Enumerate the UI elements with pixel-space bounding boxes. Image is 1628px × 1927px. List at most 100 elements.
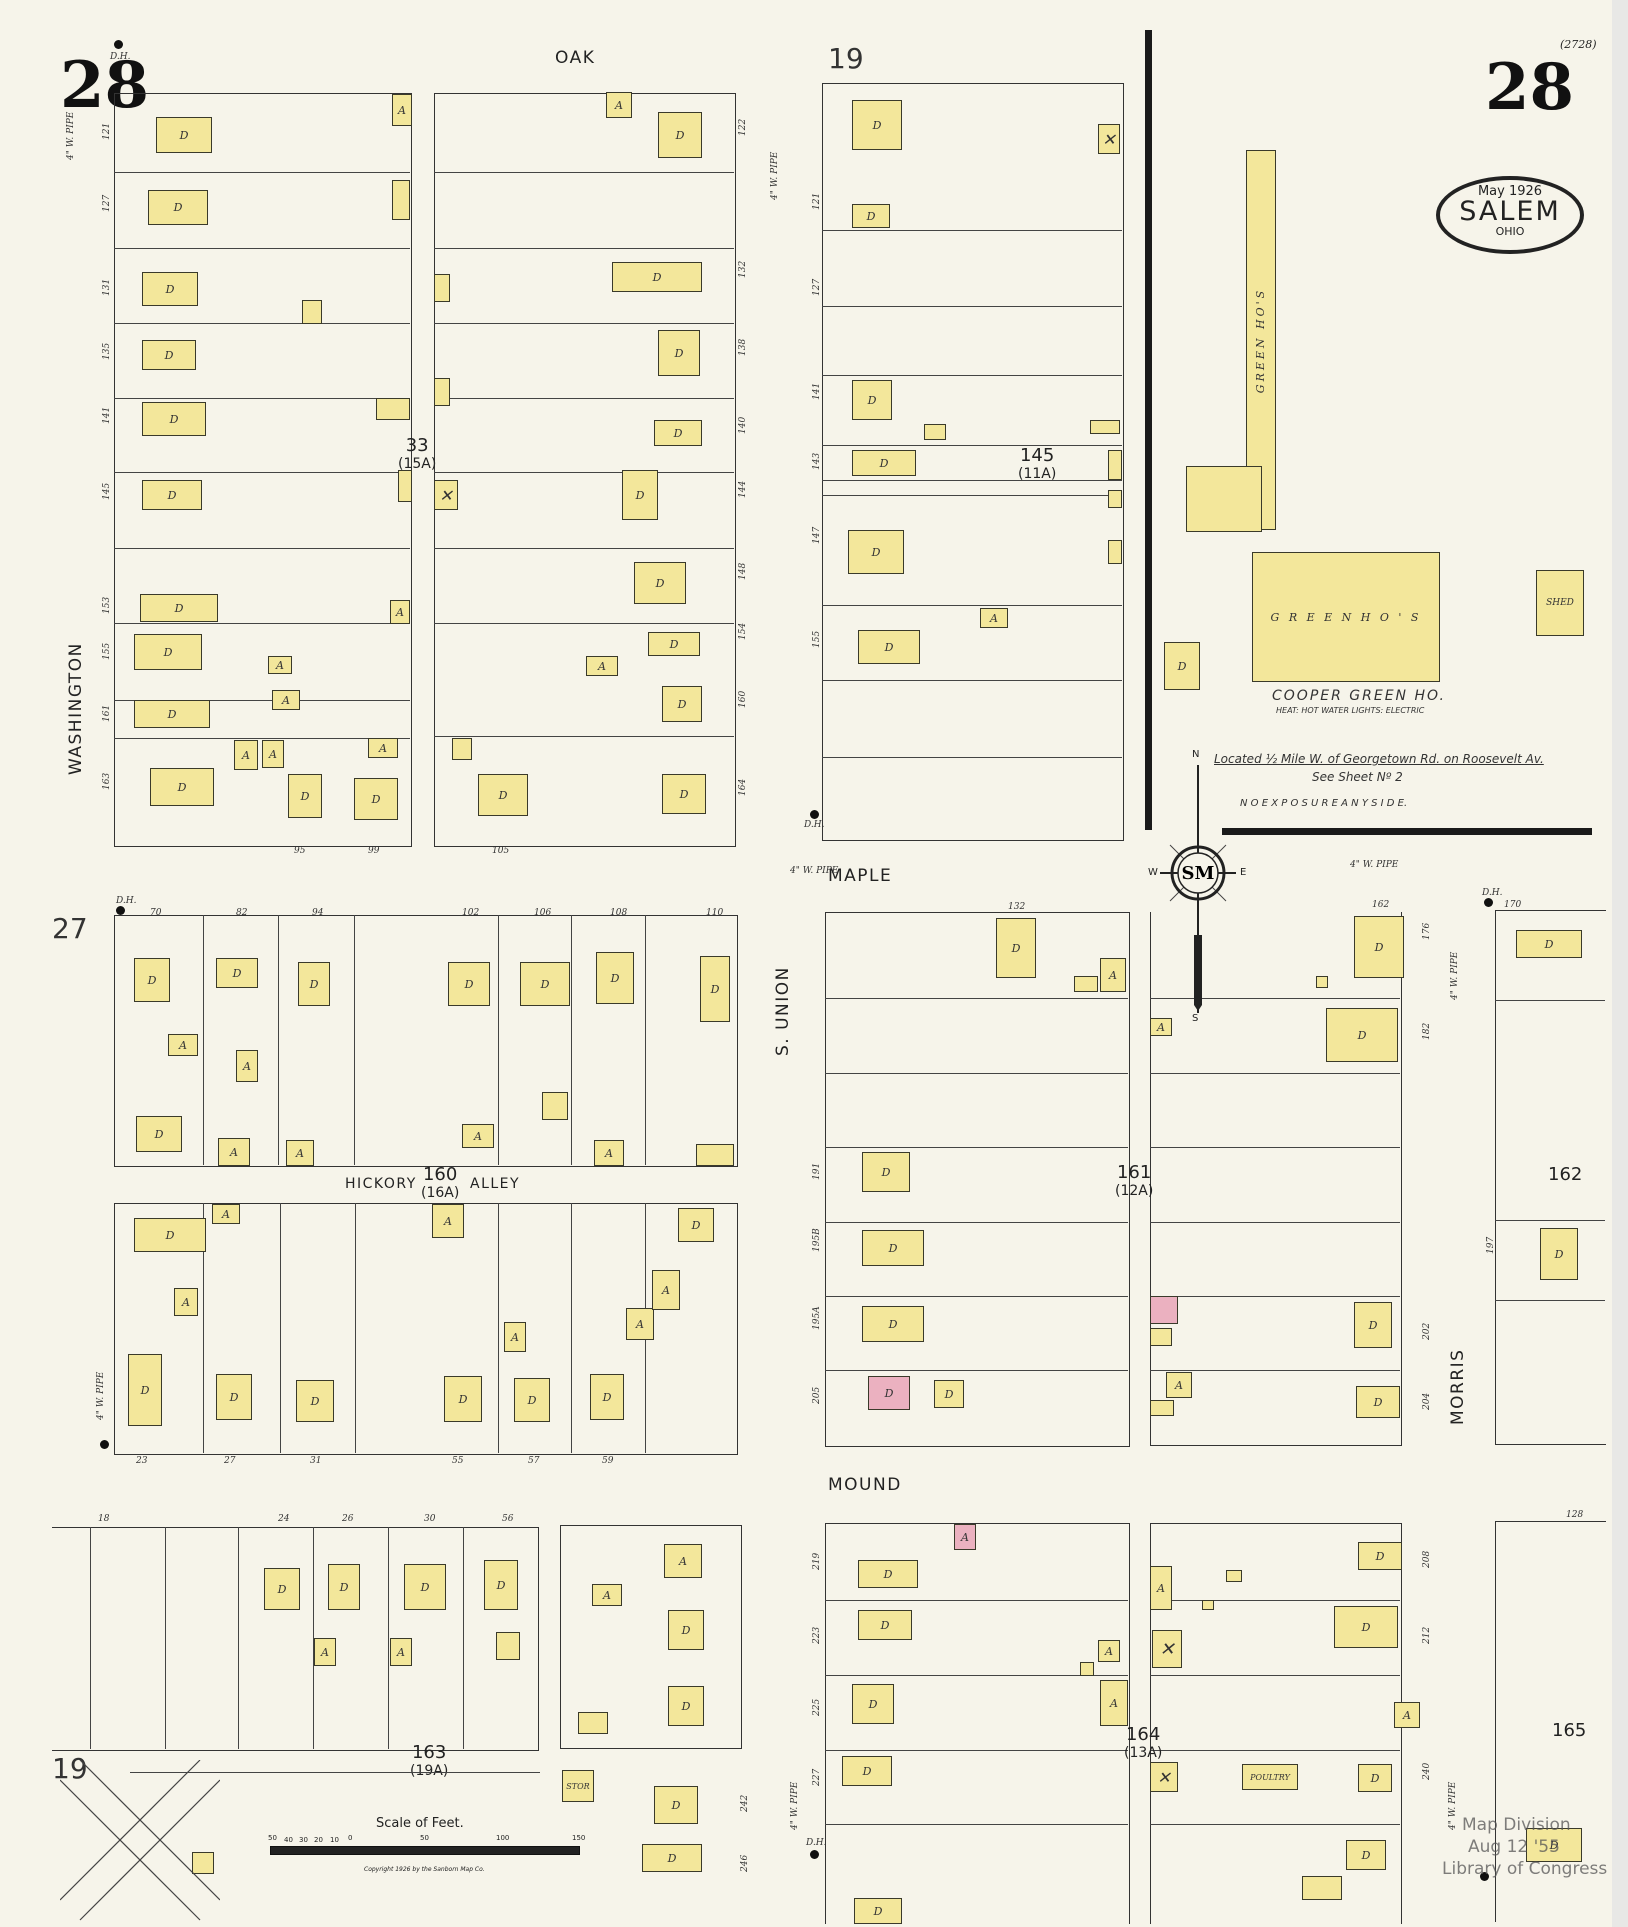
block-number-163: 163(19A) — [410, 1742, 449, 1780]
building-dwelling: D — [288, 774, 322, 818]
building-auto: A — [1100, 958, 1126, 992]
address: 161 — [102, 704, 112, 722]
dh-label: D.H. — [806, 1838, 827, 1848]
building-dwelling: D — [852, 1684, 894, 1724]
block-161-west — [825, 912, 1130, 1447]
address: 127 — [102, 194, 112, 212]
building-auto: A — [592, 1584, 622, 1606]
compass-icon: SM — [1160, 765, 1236, 1013]
building-small — [1202, 1600, 1214, 1610]
building-auto — [434, 378, 450, 406]
building-dwelling: D — [858, 630, 920, 664]
stamp-date: May 1926 — [1477, 184, 1543, 199]
building-dwelling: D — [134, 634, 202, 670]
building-dwelling: D — [298, 962, 330, 1006]
building-dwelling: D — [1334, 1606, 1398, 1648]
building-dwelling: D — [862, 1306, 924, 1342]
building-dwelling: D — [520, 962, 570, 1006]
building-auto — [452, 738, 472, 760]
block-number-162: 162 — [1548, 1164, 1583, 1185]
address: 23 — [136, 1456, 148, 1466]
address: 164 — [738, 778, 748, 796]
address: 135 — [102, 342, 112, 360]
building-dwelling: D — [1326, 1008, 1398, 1062]
block-165 — [1495, 1521, 1606, 1922]
street-alley: ALLEY — [470, 1176, 521, 1192]
building-dwelling: D — [678, 1208, 714, 1242]
building-auto: A — [314, 1638, 336, 1666]
block-number-160: 160(16A) — [421, 1164, 460, 1202]
address: 212 — [1422, 1626, 1432, 1644]
building-dwelling: D — [648, 632, 700, 656]
building-auto — [924, 424, 946, 440]
building-auto: A — [236, 1050, 258, 1082]
compass-e: E — [1240, 867, 1247, 878]
address: 105 — [492, 846, 510, 856]
dh-label: D.H. — [1482, 888, 1503, 898]
pipe-label: 4" W. PIPE — [790, 866, 839, 876]
building-auto: A — [390, 600, 410, 624]
building-auto: A — [432, 1204, 464, 1238]
building-dwelling: D — [128, 1354, 162, 1426]
address: 31 — [310, 1456, 322, 1466]
building-dwelling: D — [1526, 1828, 1582, 1862]
building-dwelling: D — [1516, 930, 1582, 958]
address: 26 — [342, 1514, 354, 1524]
address: 240 — [1422, 1762, 1432, 1780]
address: 155 — [102, 642, 112, 660]
building-auto: A — [218, 1138, 250, 1166]
building-dwelling: D — [296, 1380, 334, 1422]
address: 95 — [294, 846, 306, 856]
address: 128 — [1566, 1510, 1584, 1520]
building-dwelling: D — [848, 530, 904, 574]
building-dwelling: D — [142, 340, 196, 370]
building-dwelling: D — [1540, 1228, 1578, 1280]
stamp-city: SALEM — [1459, 196, 1561, 227]
railroad-boundary-vertical — [1145, 30, 1152, 830]
address: 131 — [102, 278, 112, 296]
building-dwelling: D — [668, 1610, 704, 1650]
see-sheet-note: See Sheet Nº 2 — [1312, 770, 1403, 784]
address: 56 — [502, 1514, 514, 1524]
address: 155 — [812, 630, 822, 648]
pipe-label: 4" W. PIPE — [770, 151, 780, 200]
address: 182 — [1422, 1022, 1432, 1040]
adjacent-sheet-top: 19 — [828, 42, 864, 75]
building-auto: A — [980, 608, 1008, 628]
address: 82 — [236, 908, 248, 918]
address: 141 — [812, 382, 822, 400]
address: 202 — [1422, 1322, 1432, 1340]
building-dwelling: D — [662, 686, 702, 722]
dh-label: D.H. — [110, 52, 131, 62]
street-mound: MOUND — [828, 1475, 902, 1495]
building-auto: A — [286, 1140, 314, 1166]
address: 132 — [1008, 902, 1026, 912]
dh-label: D.H. — [116, 896, 137, 906]
building-auto — [398, 470, 412, 502]
building-dwelling: D — [852, 100, 902, 150]
building-dwelling: D — [1356, 1386, 1400, 1418]
address: 191 — [812, 1162, 822, 1180]
address: 154 — [738, 622, 748, 640]
building-auto — [1108, 490, 1122, 508]
greenhouse-boiler — [1186, 466, 1262, 532]
building-dwelling: D — [134, 1218, 206, 1252]
building-dwelling: D — [642, 1844, 702, 1872]
street-oak: OAK — [555, 48, 596, 68]
block-163-west — [52, 1527, 539, 1751]
building-dwelling: D — [156, 117, 212, 153]
address: 208 — [1422, 1550, 1432, 1568]
building-auto — [1074, 976, 1098, 992]
adjacent-sheet-left: 27 — [52, 912, 88, 945]
address: 197 — [1486, 1236, 1496, 1254]
address: 143 — [812, 452, 822, 470]
pipe-label: 4" W. PIPE — [1350, 860, 1399, 870]
building-small — [1080, 1662, 1094, 1676]
address: 176 — [1422, 922, 1432, 940]
address: 160 — [738, 690, 748, 708]
address: 110 — [706, 908, 724, 918]
building-dwelling: D — [136, 1116, 182, 1152]
building-dwelling: D — [150, 768, 214, 806]
building-auto: A — [594, 1140, 624, 1166]
building-dwelling: D — [590, 1374, 624, 1420]
